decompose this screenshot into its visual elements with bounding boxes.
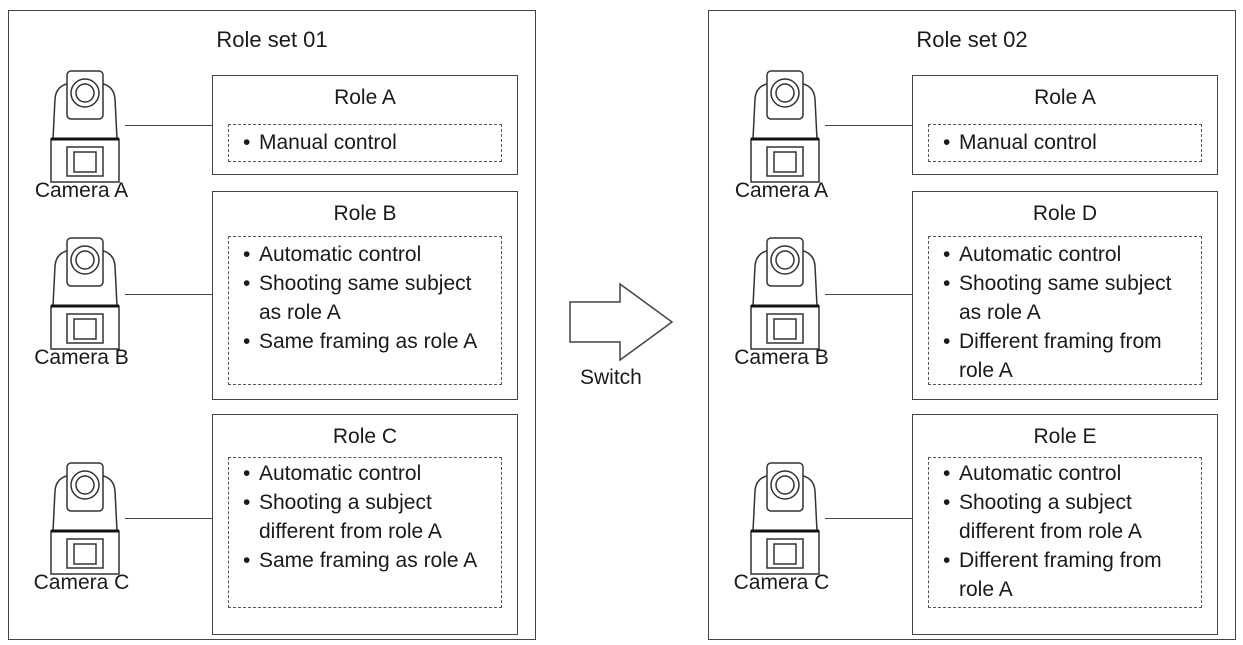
role-d-box: Role D Automatic control Shooting same s… <box>912 191 1218 400</box>
role-bullet-item: Automatic control <box>943 240 1193 269</box>
role-bullet-item: Manual control <box>943 128 1193 157</box>
camera-b-icon <box>745 236 825 351</box>
camera-b-icon <box>45 236 125 351</box>
connector-line <box>825 518 912 519</box>
role-title: Role E <box>1033 425 1097 448</box>
camera-a-icon <box>45 69 125 184</box>
role-bullet-item: Automatic control <box>243 459 493 488</box>
role-c-box: Role C Automatic control Shooting a subj… <box>212 414 518 635</box>
role-details: Manual control <box>228 124 502 162</box>
role-a-box: Role A Manual control <box>912 75 1218 175</box>
connector-line <box>125 294 212 295</box>
role-details: Automatic control Shooting a subject dif… <box>928 457 1202 608</box>
role-bullet-item: Automatic control <box>243 240 493 269</box>
role-bullet-item: Same framing as role A <box>243 546 493 575</box>
connector-line <box>125 518 212 519</box>
switch-label: Switch <box>580 366 642 389</box>
role-bullet-item: Different framing from role A <box>943 327 1193 385</box>
role-title: Role A <box>1034 86 1096 109</box>
role-a-box: Role A Manual control <box>212 75 518 175</box>
role-bullet-list: Automatic control Shooting same subject … <box>943 240 1193 385</box>
camera-c-label: Camera C <box>33 571 130 594</box>
role-bullet-list: Manual control <box>943 128 1193 157</box>
camera-c-icon <box>745 461 825 576</box>
role-bullet-item: Shooting a subject different from role A <box>943 488 1193 546</box>
role-bullet-list: Automatic control Shooting same subject … <box>243 240 493 356</box>
role-b-box: Role B Automatic control Shooting same s… <box>212 191 518 400</box>
camera-a-icon <box>745 69 825 184</box>
camera-a-label: Camera A <box>34 179 129 202</box>
camera-c-label: Camera C <box>733 571 830 594</box>
switch-arrow-icon <box>569 282 674 362</box>
role-title: Role C <box>332 425 398 448</box>
role-set-title: Role set 01 <box>216 27 328 52</box>
role-details: Automatic control Shooting a subject dif… <box>228 457 502 608</box>
role-e-box: Role E Automatic control Shooting a subj… <box>912 414 1218 635</box>
role-bullet-item: Different framing from role A <box>943 546 1193 604</box>
connector-line <box>825 125 912 126</box>
role-bullet-list: Automatic control Shooting a subject dif… <box>243 459 493 575</box>
role-bullet-list: Automatic control Shooting a subject dif… <box>943 459 1193 604</box>
connector-line <box>825 294 912 295</box>
role-title: Role D <box>1032 202 1098 225</box>
role-bullet-item: Shooting a subject different from role A <box>243 488 493 546</box>
camera-b-label: Camera B <box>34 346 129 369</box>
role-bullet-item: Shooting same subject as role A <box>243 269 493 327</box>
role-bullet-item: Shooting same subject as role A <box>943 269 1193 327</box>
camera-b-label: Camera B <box>734 346 829 369</box>
connector-line <box>125 125 212 126</box>
role-details: Automatic control Shooting same subject … <box>928 236 1202 385</box>
camera-c-icon <box>45 461 125 576</box>
role-set-01: Role set 01 Camera A Camera B Camera C <box>8 10 536 640</box>
role-set-02: Role set 02 Camera A Camera B Camera C <box>708 10 1236 640</box>
role-bullet-item: Automatic control <box>943 459 1193 488</box>
role-bullet-item: Same framing as role A <box>243 327 493 356</box>
role-details: Manual control <box>928 124 1202 162</box>
role-title: Role A <box>334 86 396 109</box>
role-set-title: Role set 02 <box>916 27 1028 52</box>
role-bullet-item: Manual control <box>243 128 493 157</box>
role-bullet-list: Manual control <box>243 128 493 157</box>
role-details: Automatic control Shooting same subject … <box>228 236 502 385</box>
camera-a-label: Camera A <box>734 179 829 202</box>
role-title: Role B <box>333 202 397 225</box>
